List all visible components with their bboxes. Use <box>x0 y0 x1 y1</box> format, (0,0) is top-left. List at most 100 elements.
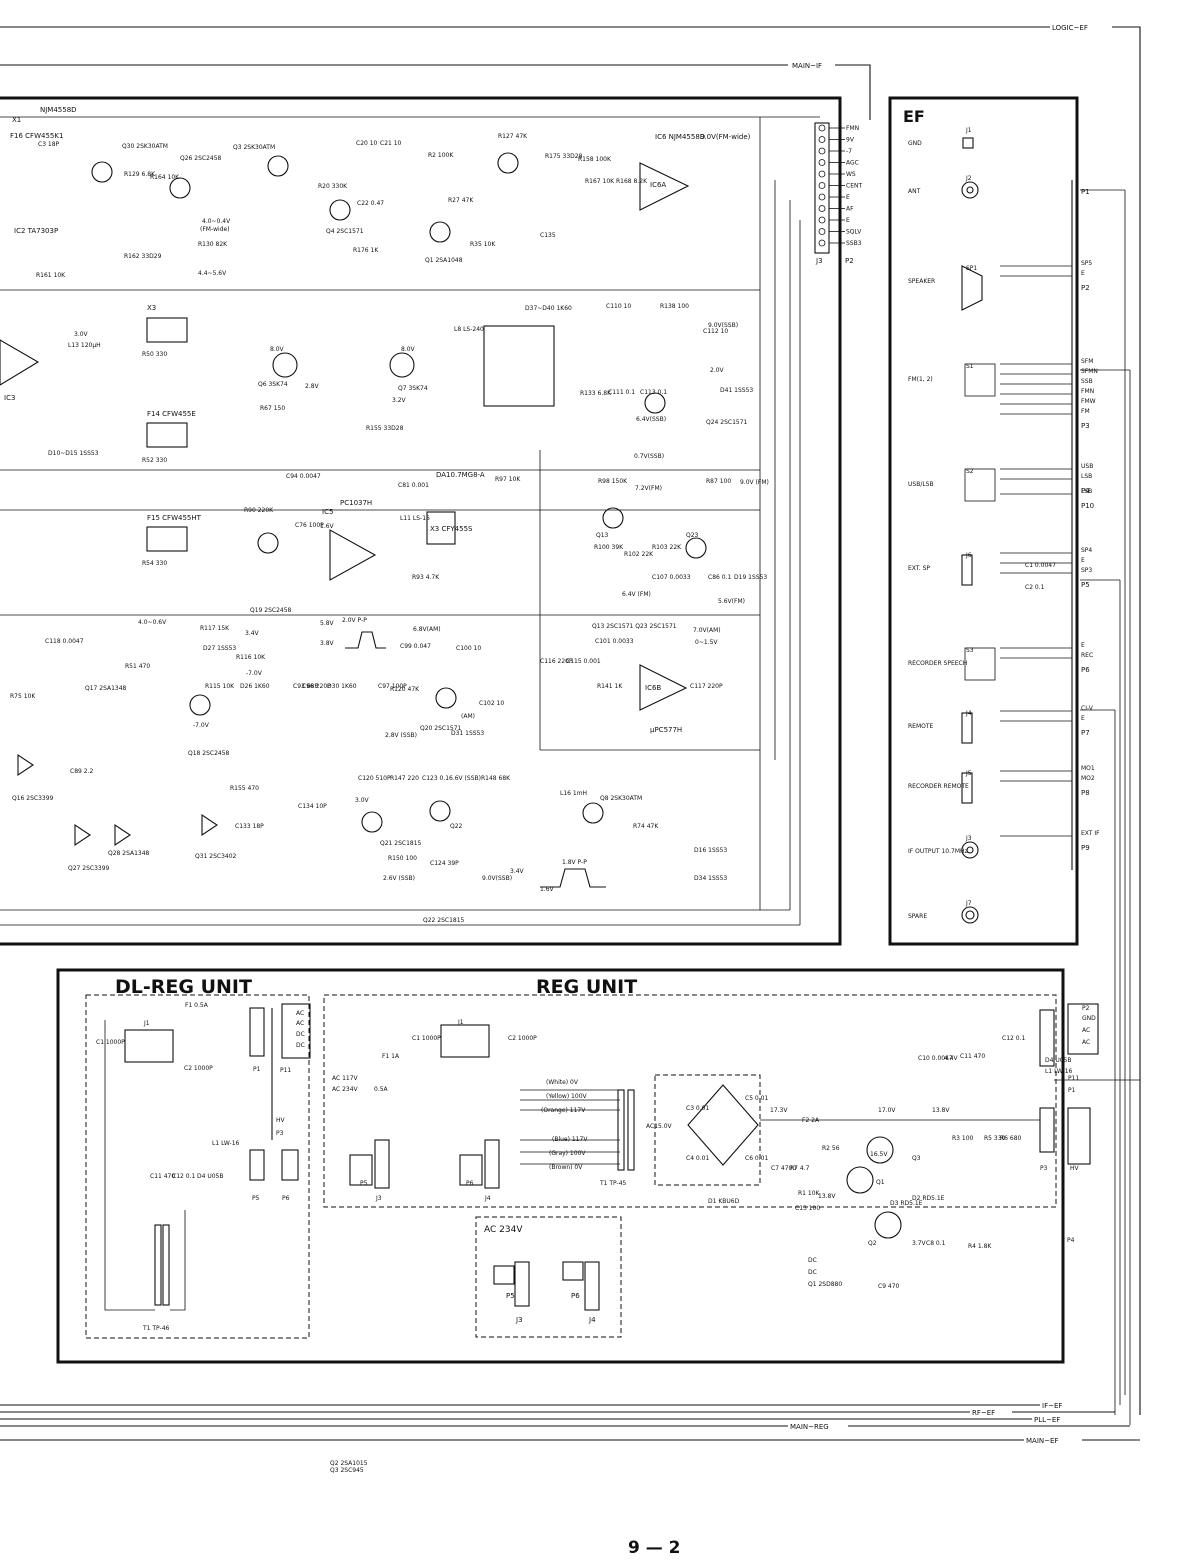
r158: R158 100K <box>578 156 612 163</box>
c112: C112 10 <box>703 328 728 335</box>
v-70a: -7.0V <box>246 670 263 677</box>
r150: R150 100 <box>388 855 417 862</box>
ef-pin-label: SP4 <box>1081 547 1092 554</box>
q21: Q21 2SC1815 <box>380 840 422 847</box>
reg-q1: Q1 <box>876 1179 885 1186</box>
ef-plug-label: P5 <box>1081 581 1090 589</box>
reg-p6: P6 <box>466 1180 474 1187</box>
ef-pin-label: SP3 <box>1081 567 1092 574</box>
reg-p3: P3 <box>1040 1165 1048 1172</box>
v-30: 3.0V <box>74 331 89 338</box>
r103: R103 22K <box>652 544 682 551</box>
v-80b: 8.0V <box>401 346 416 353</box>
r2: R2 100K <box>428 152 454 159</box>
bus-label: MAIN~IF <box>792 62 822 70</box>
connector-pin <box>818 159 826 166</box>
ac234-title: AC 234V <box>484 1225 523 1235</box>
reg-brown: (Brown) 0V <box>549 1164 583 1171</box>
q31: Q31 2SC3402 <box>195 853 237 860</box>
pin-label: CENT <box>846 183 862 190</box>
ef-pin-label: LSB <box>1081 488 1092 495</box>
q6: Q6 3SK74 <box>258 381 288 388</box>
v-16b: 1.6V <box>540 886 555 893</box>
v-90fm: 9.0V (FM) <box>740 479 769 486</box>
jack-icon <box>961 841 979 859</box>
connector-pin <box>818 147 826 155</box>
q26: Q26 2SC2458 <box>180 155 222 162</box>
ef-item-label: FM(1, 2) <box>908 376 933 383</box>
r138: R138 100 <box>660 303 689 310</box>
c86: C86 0.1 <box>708 574 731 581</box>
c22: C22 0.47 <box>357 200 384 207</box>
v-26ssb: 2.6V (SSB) <box>383 875 415 882</box>
reg-q3: Q3 <box>912 1155 921 1162</box>
r141: R141 1K <box>597 683 623 690</box>
r127: R127 47K <box>498 133 528 140</box>
ef-pin-label: FMW <box>1081 398 1096 405</box>
ef-item-label: USB/LSB <box>908 481 934 488</box>
dl-dc2: DC <box>296 1042 305 1049</box>
ef-pin-label: FMN <box>1081 388 1094 395</box>
c117: C117 220P <box>690 683 723 690</box>
v-90ssb: 9.0V(SSB) <box>708 322 738 329</box>
bus-label: LOGIC~EF <box>1052 24 1088 32</box>
q22-footer: Q22 2SC1815 <box>423 917 465 924</box>
reg-r1: R1 10K <box>798 1190 821 1197</box>
ef-item-label: RECORDER SPEECH <box>908 660 967 667</box>
connector-pin <box>818 193 826 201</box>
r93: R93 4.7K <box>412 574 440 581</box>
x1: X1 <box>12 116 21 124</box>
reg-j1: J1 <box>457 1019 464 1026</box>
c93: C93 68P <box>293 683 318 690</box>
q1: Q1 2SA1048 <box>425 257 463 264</box>
q13-23: Q13 2SC1571 Q23 2SC1571 <box>592 623 677 630</box>
dl-ac1: AC <box>296 1010 304 1017</box>
r176: R176 1K <box>353 247 379 254</box>
q27: Q27 2SC3399 <box>68 865 110 872</box>
r87: R87 100 <box>706 478 731 485</box>
reg-c8: C8 0.1 <box>926 1240 946 1247</box>
r129: R129 6.8K <box>124 171 156 178</box>
bus-label: MAIN~EF <box>1026 1437 1058 1445</box>
v-90ssb2: 9.0V(SSB) <box>482 875 512 882</box>
ef-pin-label: MO2 <box>1081 775 1095 782</box>
ef-item-label: GND <box>908 140 922 147</box>
r67: R67 150 <box>260 405 285 412</box>
q28: Q28 2SA1348 <box>108 850 150 857</box>
ef-unit-title: EF <box>903 107 925 126</box>
reg-c1: C1 1000P <box>412 1035 441 1042</box>
bus-label: MAIN~REG <box>790 1423 829 1431</box>
terminal-icon <box>962 137 974 149</box>
l16: L16 1mH <box>560 790 587 797</box>
reg-q-list-1: Q1 2SD880 <box>808 1281 842 1288</box>
reg-d1: D1 KBU6D <box>708 1198 740 1205</box>
ic5-part: µPC577H <box>650 726 682 734</box>
ac234-drawing <box>493 1261 600 1311</box>
v-28ssb: 2.8V (SSB) <box>385 732 417 739</box>
x3-box: X3 <box>147 304 156 312</box>
r52: R52 330 <box>142 457 167 464</box>
r161: R161 10K <box>36 272 66 279</box>
jack-center <box>966 186 974 194</box>
v-28: 2.8V <box>305 383 320 390</box>
f16: F16 CFW455K1 <box>10 132 63 140</box>
ef-external-wiring <box>1080 189 1131 1425</box>
r100: R100 39K <box>594 544 624 551</box>
c118: C118 0.0047 <box>45 638 84 645</box>
r164: R164 10K <box>150 174 180 181</box>
